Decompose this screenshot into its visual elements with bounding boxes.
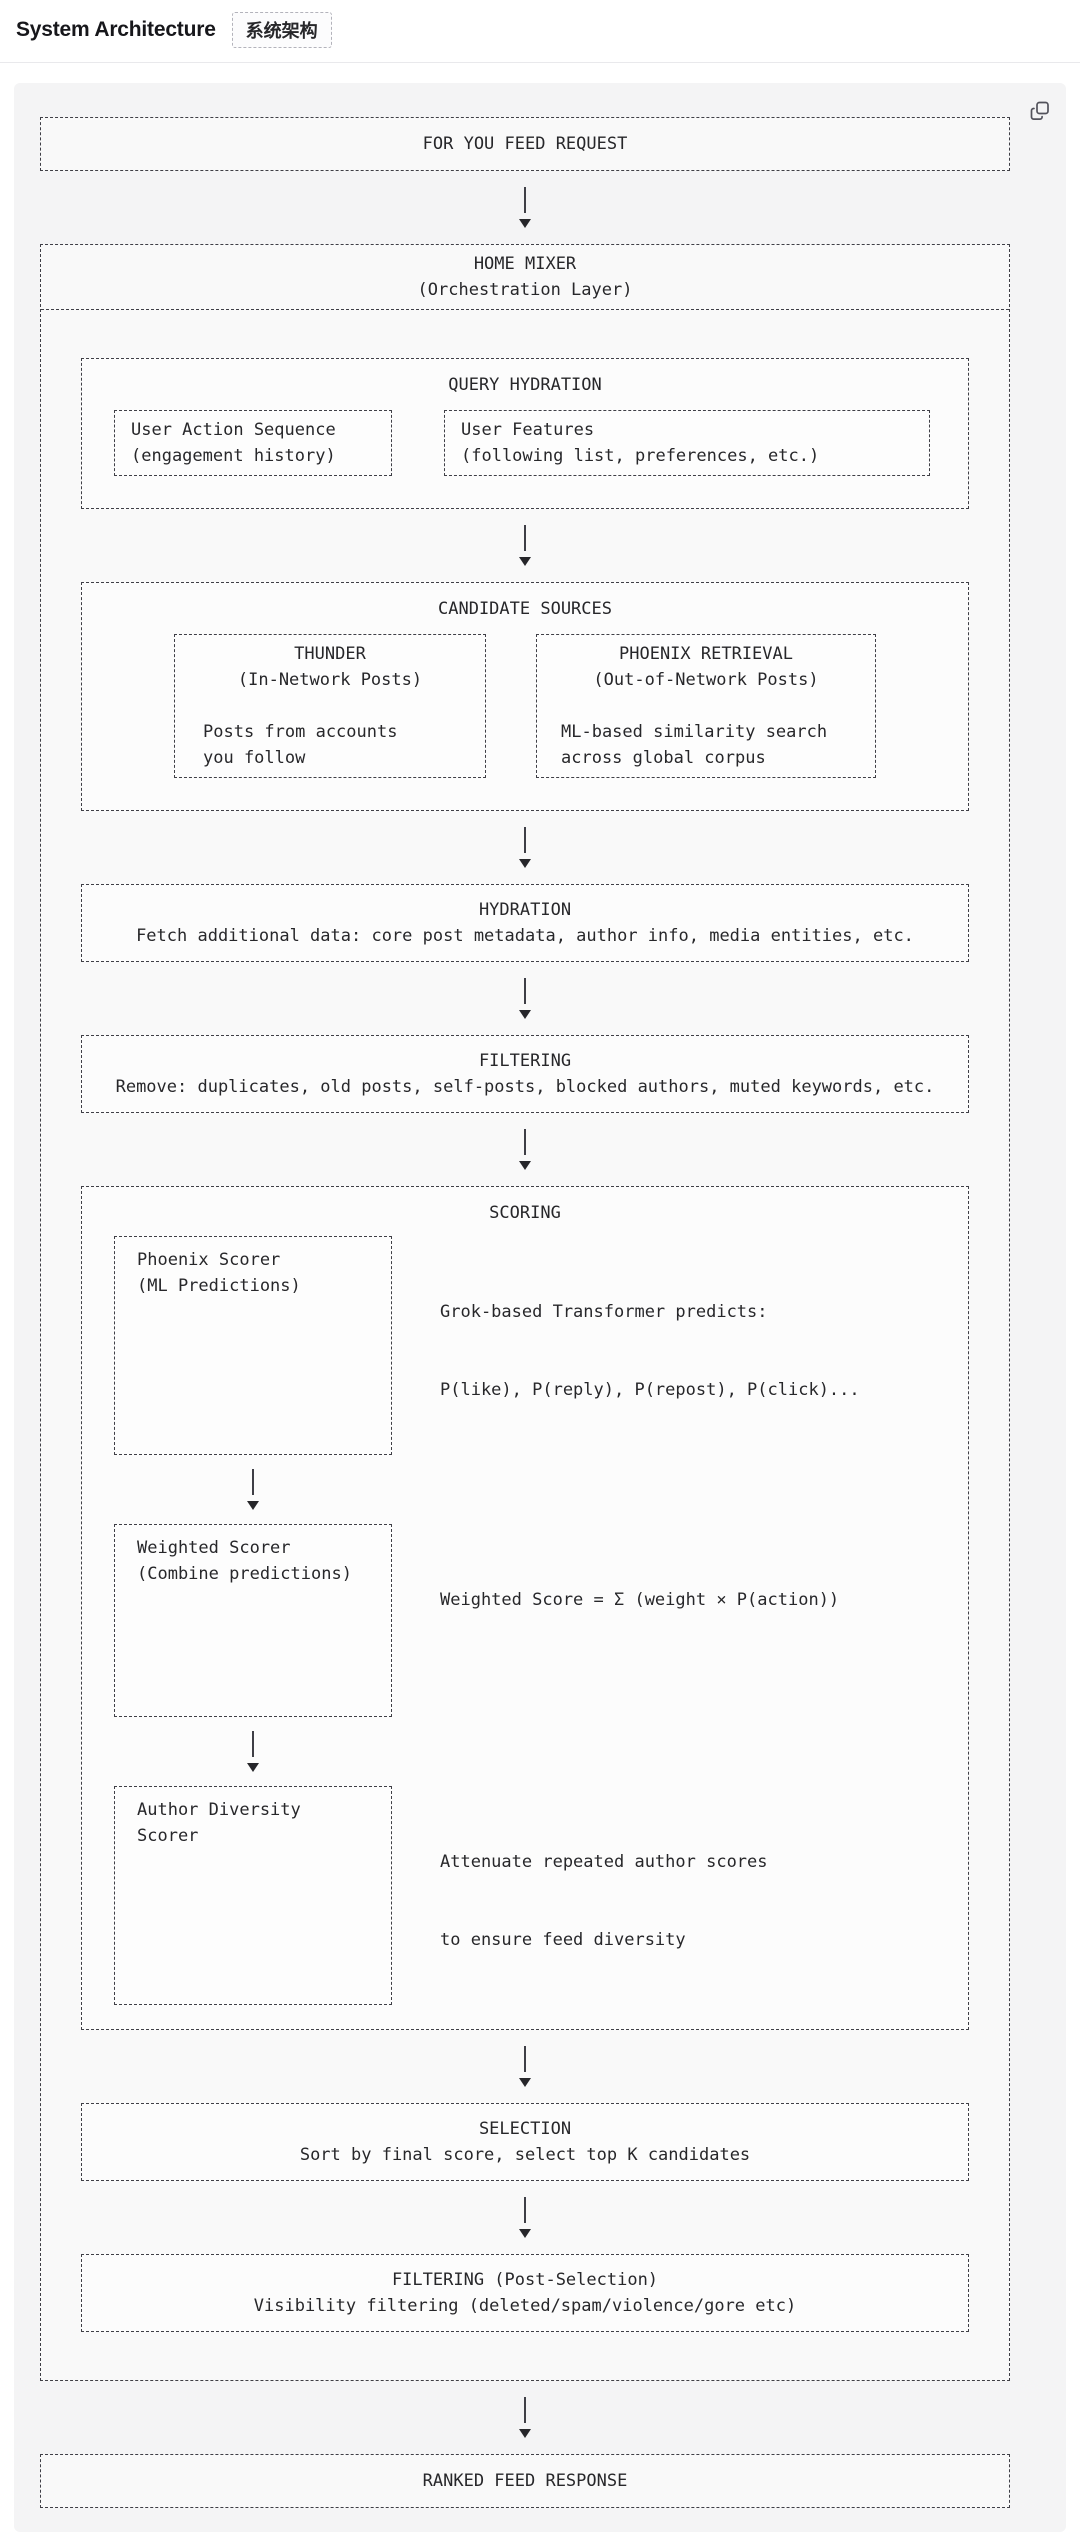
box-line: (Combine predictions) <box>137 1564 352 1584</box>
arrow-down-icon <box>519 557 531 566</box>
note-line: Attenuate repeated author scores <box>440 1852 768 1872</box>
box-line: ML-based similarity search <box>561 722 828 742</box>
ranked-feed-response-box: RANKED FEED RESPONSE <box>40 2454 1010 2508</box>
flow-arrow <box>40 187 1010 228</box>
query-hydration-box: QUERY HYDRATION User Action Sequence (en… <box>81 358 969 509</box>
flow-arrow <box>40 2397 1010 2438</box>
scoring-step-row: Phoenix Scorer (ML Predictions) Grok-bas… <box>82 1236 968 1455</box>
home-mixer-header: HOME MIXER (Orchestration Layer) <box>41 245 1009 310</box>
note-line: Weighted Score = Σ (weight × P(action)) <box>440 1590 840 1610</box>
note-line: Grok-based Transformer predicts: <box>440 1302 768 1322</box>
selection-box: SELECTION Sort by final score, select to… <box>81 2103 969 2181</box>
box-line: across global corpus <box>561 748 766 768</box>
box-line: User Features <box>461 420 595 440</box>
spacer <box>537 693 875 719</box>
hydration-box: HYDRATION Fetch additional data: core po… <box>81 884 969 962</box>
box-line: (ML Predictions) <box>137 1276 301 1296</box>
title-translation-badge: 系统架构 <box>231 12 332 48</box>
query-hydration-row: User Action Sequence (engagement history… <box>82 398 968 508</box>
architecture-diagram: FOR YOU FEED REQUEST HOME MIXER (Orchest… <box>40 117 1010 2508</box>
box-line: User Action Sequence <box>131 420 336 440</box>
scoring-title: SCORING <box>489 1203 561 1223</box>
box-line: you follow <box>203 748 306 768</box>
author-diversity-note: Attenuate repeated author scores to ensu… <box>440 1786 768 2005</box>
home-mixer-box: HOME MIXER (Orchestration Layer) QUERY H… <box>40 244 1010 2381</box>
hydration-body: Fetch additional data: core post metadat… <box>136 926 914 946</box>
query-hydration-title: QUERY HYDRATION <box>448 375 602 395</box>
thunder-box: THUNDER (In-Network Posts) Posts from ac… <box>174 634 486 778</box>
home-mixer-subtitle: (Orchestration Layer) <box>417 280 633 300</box>
filtering-body: Remove: duplicates, old posts, self-post… <box>115 1077 935 1097</box>
author-diversity-scorer-box: Author Diversity Scorer <box>114 1786 392 2005</box>
arrow-down-icon <box>519 2078 531 2087</box>
page-title: System Architecture <box>16 18 216 41</box>
scoring-box: SCORING Phoenix Scorer (ML Predictions) … <box>81 1186 969 2030</box>
phoenix-retrieval-box: PHOENIX RETRIEVAL (Out-of-Network Posts)… <box>536 634 876 778</box>
flow-arrow <box>114 1731 392 1772</box>
phoenix-scorer-box: Phoenix Scorer (ML Predictions) <box>114 1236 392 1455</box>
box-line: Author Diversity <box>137 1800 301 1820</box>
phoenix-scorer-note: Grok-based Transformer predicts: P(like)… <box>440 1236 860 1455</box>
page-header: System Architecture 系统架构 <box>0 0 1080 63</box>
selection-title: SELECTION <box>478 2119 572 2139</box>
arrow-down-icon <box>519 1161 531 1170</box>
thunder-title: THUNDER <box>294 644 366 664</box>
feed-request-label: FOR YOU FEED REQUEST <box>422 134 628 154</box>
arrow-down-icon <box>519 1010 531 1019</box>
note-line: P(like), P(reply), P(repost), P(click)..… <box>440 1380 860 1400</box>
spacer <box>175 693 485 719</box>
arrow-down-icon <box>247 1501 259 1510</box>
arrow-down-icon <box>519 859 531 868</box>
selection-body: Sort by final score, select top K candid… <box>299 2145 751 2165</box>
flow-arrow <box>114 1469 392 1510</box>
flow-arrow <box>81 1129 969 1170</box>
flow-arrow <box>81 2046 969 2087</box>
arrow-down-icon <box>519 2229 531 2238</box>
arrow-down-icon <box>247 1763 259 1772</box>
flow-arrow <box>81 978 969 1019</box>
phoenix-subtitle: (Out-of-Network Posts) <box>593 670 819 690</box>
box-line: (following list, preferences, etc.) <box>461 446 820 466</box>
weighted-scorer-box: Weighted Scorer (Combine predictions) <box>114 1524 392 1717</box>
flow-arrow <box>81 525 969 566</box>
scoring-arrow-row <box>82 1455 968 1524</box>
scoring-arrow-row <box>82 1717 968 1786</box>
candidate-sources-row: THUNDER (In-Network Posts) Posts from ac… <box>82 622 968 810</box>
filtering-title: FILTERING <box>478 1051 572 1071</box>
diagram-panel: FOR YOU FEED REQUEST HOME MIXER (Orchest… <box>14 83 1066 2532</box>
home-mixer-body: QUERY HYDRATION User Action Sequence (en… <box>41 310 1009 2380</box>
scoring-step-row: Author Diversity Scorer Attenuate repeat… <box>82 1786 968 2005</box>
box-line: Scorer <box>137 1826 199 1846</box>
box-line: Posts from accounts <box>203 722 398 742</box>
copy-button[interactable] <box>1027 98 1053 124</box>
home-mixer-title: HOME MIXER <box>473 254 577 274</box>
post-selection-filtering-box: FILTERING (Post-Selection) Visibility fi… <box>81 2254 969 2332</box>
candidate-sources-title: CANDIDATE SOURCES <box>438 599 612 619</box>
user-action-sequence-box: User Action Sequence (engagement history… <box>114 410 392 476</box>
arrow-down-icon <box>519 2429 531 2438</box>
post-selection-filtering-title: FILTERING (Post-Selection) <box>391 2270 659 2290</box>
box-line: Phoenix Scorer <box>137 1250 281 1270</box>
arrow-down-icon <box>519 219 531 228</box>
thunder-subtitle: (In-Network Posts) <box>237 670 423 690</box>
box-line: (engagement history) <box>131 446 336 466</box>
filtering-box: FILTERING Remove: duplicates, old posts,… <box>81 1035 969 1113</box>
flow-arrow <box>81 827 969 868</box>
flow-arrow <box>81 2197 969 2238</box>
feed-request-box: FOR YOU FEED REQUEST <box>40 117 1010 171</box>
copy-icon <box>1029 101 1051 125</box>
candidate-sources-box: CANDIDATE SOURCES THUNDER (In-Network Po… <box>81 582 969 811</box>
hydration-title: HYDRATION <box>478 900 572 920</box>
weighted-scorer-note: Weighted Score = Σ (weight × P(action)) <box>440 1524 839 1717</box>
user-features-box: User Features (following list, preferenc… <box>444 410 930 476</box>
post-selection-filtering-body: Visibility filtering (deleted/spam/viole… <box>253 2296 797 2316</box>
ranked-feed-response-label: RANKED FEED RESPONSE <box>422 2471 628 2491</box>
scoring-step-row: Weighted Scorer (Combine predictions) We… <box>82 1524 968 1717</box>
box-line: Weighted Scorer <box>137 1538 291 1558</box>
note-line: to ensure feed diversity <box>440 1930 686 1950</box>
phoenix-title: PHOENIX RETRIEVAL <box>619 644 793 664</box>
